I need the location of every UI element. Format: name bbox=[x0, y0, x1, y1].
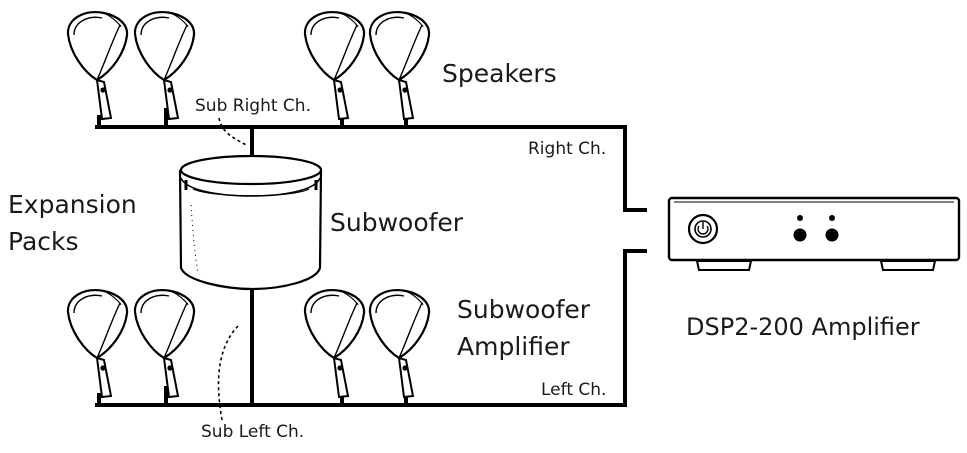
speaker-bottom-left bbox=[303, 288, 366, 399]
expansion-packs-label-line1: Expansion bbox=[8, 190, 137, 219]
speaker-top-left bbox=[303, 10, 366, 121]
subwoofer-amplifier-label-line1: Subwoofer bbox=[457, 295, 591, 324]
expansion-speaker-top-left bbox=[66, 10, 129, 121]
power-icon bbox=[687, 213, 719, 245]
sub-right-leader bbox=[218, 117, 249, 147]
speakers-label: Speakers bbox=[442, 59, 557, 88]
expansion-speaker-bottom-right bbox=[133, 288, 196, 399]
subwoofer-icon bbox=[178, 154, 323, 291]
expansion-speaker-bottom-left bbox=[66, 288, 129, 399]
expansion-packs-label-line2: Packs bbox=[8, 227, 79, 256]
left-channel-label: Left Ch. bbox=[541, 380, 606, 400]
knob-2 bbox=[825, 228, 839, 242]
expansion-speaker-top-right bbox=[133, 10, 196, 121]
amplifier-icon bbox=[667, 196, 961, 271]
speaker-bottom-right bbox=[368, 288, 431, 399]
indicator-led-1 bbox=[797, 215, 803, 221]
amplifier-label: DSP2-200 Amplifier bbox=[686, 313, 920, 341]
sub-left-leader bbox=[217, 325, 239, 421]
right-channel-label: Right Ch. bbox=[528, 139, 606, 159]
sub-right-channel-label: Sub Right Ch. bbox=[195, 96, 311, 116]
speaker-top-right bbox=[368, 10, 431, 121]
sub-left-channel-label: Sub Left Ch. bbox=[201, 422, 304, 442]
knob-1 bbox=[793, 228, 807, 242]
subwoofer-amplifier-label-line2: Amplifier bbox=[457, 332, 570, 361]
subwoofer-label: Subwoofer bbox=[330, 208, 464, 237]
indicator-led-2 bbox=[829, 215, 835, 221]
